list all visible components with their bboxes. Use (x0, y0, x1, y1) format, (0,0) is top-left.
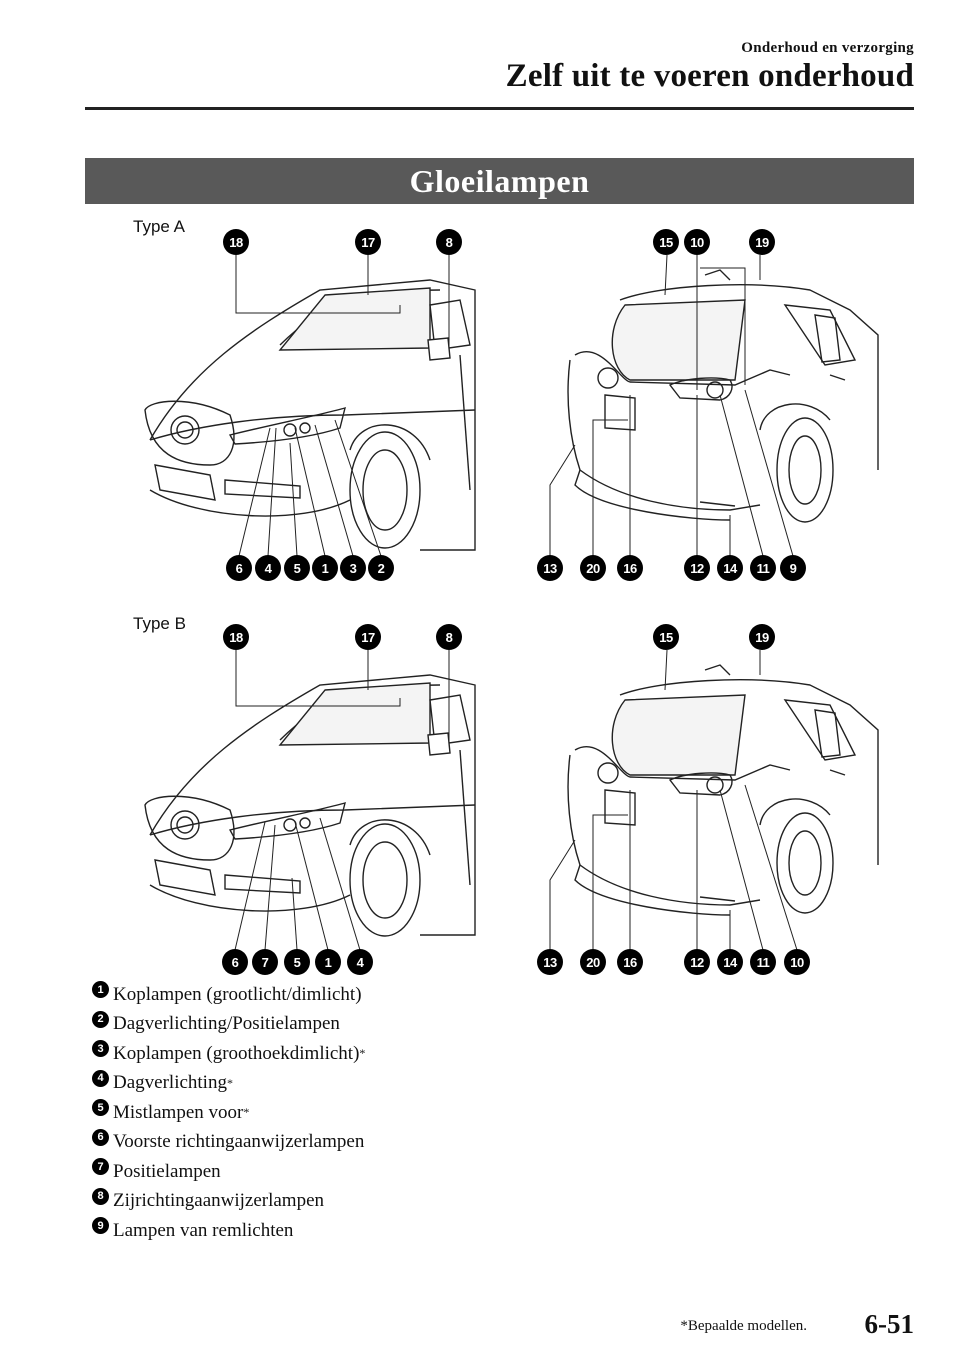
section-title: Zelf uit te voeren onderhoud (505, 58, 914, 94)
callout-1: 1 (315, 949, 341, 975)
legend-number: 8 (92, 1187, 109, 1205)
legend-number: 3 (92, 1040, 109, 1058)
callout-11: 11 (750, 949, 776, 975)
legend-text: Positielampen (113, 1160, 221, 1182)
callout-1: 1 (312, 555, 338, 581)
callout-3: 3 (340, 555, 366, 581)
legend-text: Voorste richtingaanwijzerlampen (113, 1131, 365, 1153)
callout-9: 9 (780, 555, 806, 581)
callout-5: 5 (284, 949, 310, 975)
callout-19: 19 (749, 624, 775, 650)
type-a-rear-car-illustration (567, 269, 879, 523)
callout-13: 13 (537, 949, 563, 975)
header-divider (85, 107, 914, 110)
type-a-front-car-illustration (144, 279, 476, 551)
callout-14: 14 (717, 555, 743, 581)
callout-19: 19 (749, 229, 775, 255)
callout-2: 2 (368, 555, 394, 581)
callout-17: 17 (355, 624, 381, 650)
page-number: 6-51 (864, 1309, 915, 1339)
callout-10: 10 (684, 229, 710, 255)
callout-7: 7 (252, 949, 278, 975)
callout-8: 8 (436, 624, 462, 650)
callout-4: 4 (347, 949, 373, 975)
callout-18: 18 (223, 229, 249, 255)
callout-17: 17 (355, 229, 381, 255)
callout-12: 12 (684, 949, 710, 975)
type-a-label: Type A (133, 217, 185, 236)
callout-12: 12 (684, 555, 710, 581)
chapter-title: Onderhoud en verzorging (741, 40, 914, 56)
type-b-front-car-illustration (144, 674, 476, 937)
callout-14: 14 (717, 949, 743, 975)
callout-15: 15 (653, 229, 679, 255)
callout-11: 11 (750, 555, 776, 581)
legend-text: Dagverlichting (113, 1072, 227, 1094)
legend-text: Koplampen (groothoekdimlicht) (113, 1042, 360, 1064)
legend-text: Koplampen (grootlicht/dimlicht) (113, 983, 362, 1005)
subsection-banner: Gloeilampen (85, 158, 914, 204)
footnote: *Bepaalde modellen. (680, 1318, 807, 1334)
legend-number: 6 (92, 1128, 109, 1146)
callout-13: 13 (537, 555, 563, 581)
legend-number: 4 (92, 1069, 109, 1087)
callout-20: 20 (580, 555, 606, 581)
callout-6: 6 (226, 555, 252, 581)
callout-16: 16 (617, 555, 643, 581)
legend-text: Zijrichtingaanwijzerlampen (113, 1190, 325, 1212)
legend-asterisk: * (359, 1046, 366, 1061)
callout-4: 4 (255, 555, 281, 581)
legend-text: Mistlampen voor (113, 1101, 244, 1123)
type-b-label: Type B (133, 614, 186, 633)
legend-number: 9 (92, 1217, 109, 1235)
callout-5: 5 (284, 555, 310, 581)
legend-number: 1 (92, 981, 109, 999)
callout-18: 18 (223, 624, 249, 650)
callout-15: 15 (653, 624, 679, 650)
type-b-rear-car-illustration (567, 664, 879, 916)
legend-asterisk: * (226, 1075, 233, 1090)
legend-number: 2 (92, 1010, 109, 1028)
legend-number: 7 (92, 1158, 109, 1176)
legend-asterisk: * (243, 1105, 250, 1120)
callout-16: 16 (617, 949, 643, 975)
legend-number: 5 (92, 1099, 109, 1117)
callout-8: 8 (436, 229, 462, 255)
callout-10: 10 (784, 949, 810, 975)
legend-text: Lampen van remlichten (113, 1219, 294, 1241)
legend-text: Dagverlichting/Positielampen (113, 1013, 340, 1035)
callout-20: 20 (580, 949, 606, 975)
callout-6: 6 (222, 949, 248, 975)
